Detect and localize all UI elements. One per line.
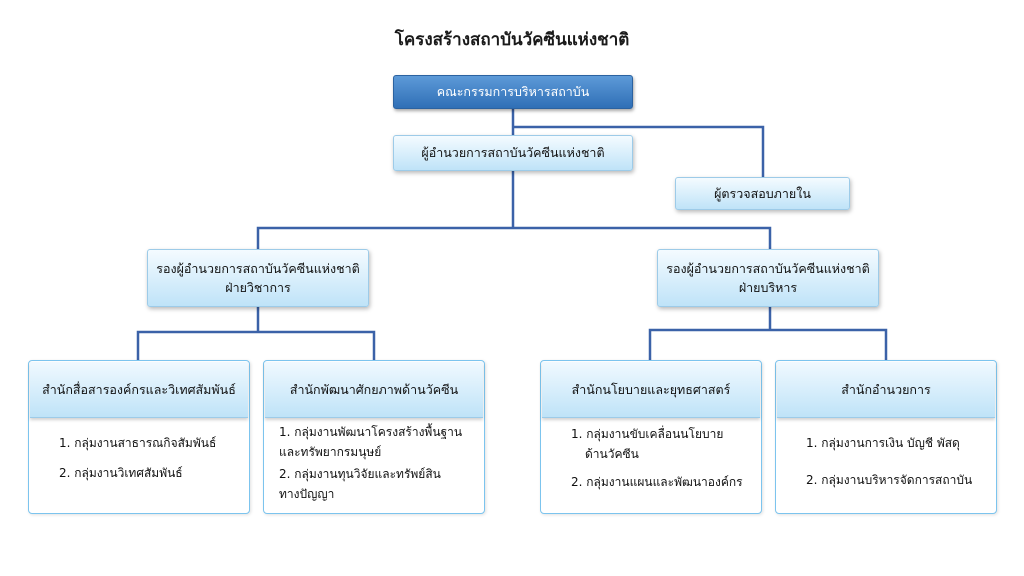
director-box: ผู้อำนวยการสถาบันวัคซีนแห่งชาติ	[393, 135, 633, 171]
deputy-academic-line1: รองผู้อำนวยการสถาบันวัคซีนแห่งชาติ	[156, 260, 360, 276]
deputy-academic-line2: ฝ่ายวิชาการ	[225, 280, 291, 295]
dept-item: 2. กลุ่มงานทุนวิจัยและทรัพย์สิน	[279, 467, 441, 481]
connector-admin-bar	[648, 328, 888, 362]
connector-deputies-bar	[256, 226, 772, 250]
deputy-academic-box: รองผู้อำนวยการสถาบันวัคซีนแห่งชาติ ฝ่ายว…	[147, 249, 369, 307]
dept-header: สำนักนโยบายและยุทธศาสตร์	[542, 362, 760, 418]
director-label: ผู้อำนวยการสถาบันวัคซีนแห่งชาติ	[421, 145, 605, 161]
auditor-label: ผู้ตรวจสอบภายใน	[714, 185, 811, 201]
dept-header: สำนักอำนวยการ	[777, 362, 995, 418]
dept-header: สำนักสื่อสารองค์กรและวิเทศสัมพันธ์	[30, 362, 248, 418]
dept-item: 1. กลุ่มงานพัฒนาโครงสร้างพื้นฐาน	[279, 425, 463, 439]
dept-header: สำนักพัฒนาศักยภาพด้านวัคซีน	[265, 362, 483, 418]
dept-policy-strategy: สำนักนโยบายและยุทธศาสตร์ 1. กลุ่มงานขับเ…	[540, 360, 762, 514]
dept-item: 2. กลุ่มงานบริหารจัดการสถาบัน	[806, 473, 973, 487]
chart-title: โครงสร้างสถาบันวัคซีนแห่งชาติ	[394, 30, 630, 50]
dept-item: 1. กลุ่มงานการเงิน บัญชี พัสดุ	[806, 436, 960, 450]
dept-item: ทางปัญญา	[279, 487, 335, 501]
deputy-admin-line2: ฝ่ายบริหาร	[738, 280, 798, 295]
connector-auditor	[513, 125, 765, 178]
connector-academic-bar	[136, 330, 376, 362]
dept-item: 2. กลุ่มงานวิเทศสัมพันธ์	[59, 466, 183, 480]
dept-vaccine-capacity: สำนักพัฒนาศักยภาพด้านวัคซีน 1. กลุ่มงานพ…	[263, 360, 485, 514]
dept-corporate-communications: สำนักสื่อสารองค์กรและวิเทศสัมพันธ์ 1. กล…	[28, 360, 250, 514]
deputy-admin-line1: รองผู้อำนวยการสถาบันวัคซีนแห่งชาติ	[666, 260, 870, 276]
auditor-box: ผู้ตรวจสอบภายใน	[675, 177, 850, 210]
board-label: คณะกรรมการบริหารสถาบัน	[436, 84, 590, 100]
dept-item: 2. กลุ่มงานแผนและพัฒนาองค์กร	[571, 475, 743, 489]
deputy-admin-box: รองผู้อำนวยการสถาบันวัคซีนแห่งชาติ ฝ่ายบ…	[657, 249, 879, 307]
board-box: คณะกรรมการบริหารสถาบัน	[393, 75, 633, 109]
dept-item: 1. กลุ่มงานขับเคลื่อนนโยบาย	[571, 427, 724, 441]
dept-item: ด้านวัคซีน	[585, 447, 639, 461]
dept-item: และทรัพยากรมนุษย์	[279, 445, 382, 459]
dept-administration: สำนักอำนวยการ 1. กลุ่มงานการเงิน บัญชี พ…	[775, 360, 997, 514]
dept-item: 1. กลุ่มงานสาธารณกิจสัมพันธ์	[59, 436, 217, 450]
